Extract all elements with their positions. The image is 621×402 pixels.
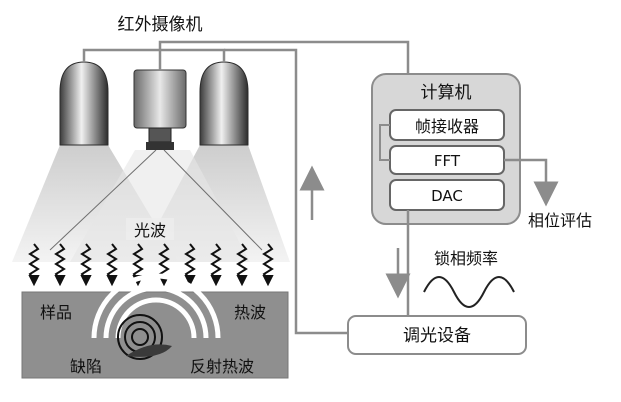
heat-arrow-icon: [106, 243, 118, 281]
heat-arrow-icon: [80, 243, 92, 281]
lamp-power-wire: [82, 48, 226, 62]
heat-arrow-head-icon: [262, 275, 274, 287]
heat-arrow-icon: [262, 243, 274, 281]
right-lamp-icon: [199, 61, 249, 146]
dac-box: [389, 179, 505, 211]
grabber-to-fft-wire: [379, 124, 390, 161]
heat-arrow-icon: [54, 243, 66, 281]
heat-arrow-head-icon: [236, 275, 248, 287]
heat-arrow-head-icon: [80, 275, 92, 287]
computer-label: 计算机: [421, 83, 472, 103]
heat-arrow-head-icon: [184, 275, 196, 287]
light-modulator-box: [347, 315, 527, 355]
defect-shape: [126, 344, 172, 357]
heat-wave-arcs: [91, 273, 221, 339]
sample-label: 样品: [40, 303, 72, 322]
heat-arrow-icon: [132, 243, 144, 281]
defect-label: 缺陷: [70, 357, 102, 376]
camera-view-line-left: [49, 149, 157, 251]
dac-label: DAC: [431, 187, 463, 205]
heat-arrow-icon: [236, 243, 248, 281]
sine-wave-icon: [423, 276, 515, 308]
heat-arrow-icon: [210, 243, 222, 281]
ir-camera-label: 红外摄像机: [118, 15, 203, 35]
center-light-beam: [70, 150, 250, 262]
camera-view-line-right: [163, 149, 263, 251]
heat-arrow-icon: [158, 243, 170, 281]
light-modulator-label: 调光设备: [403, 326, 471, 346]
light-wave-label: 光波: [134, 221, 166, 240]
phase-evaluation-label: 相位评估: [528, 211, 592, 230]
heat-arrow-head-icon: [210, 275, 222, 287]
heat-arrow-icon: [28, 243, 40, 281]
heat-arrow-head-icon: [106, 275, 118, 287]
frame-grabber-label: 帧接收器: [415, 117, 479, 136]
camera-to-computer-wire: [158, 40, 410, 113]
reflected-heat-wave-label: 反射热波: [190, 357, 254, 376]
fft-to-phase-wire: [504, 158, 559, 207]
heat-arrow-head-icon: [28, 275, 40, 287]
left-lamp-icon: [59, 61, 109, 146]
fft-label: FFT: [434, 152, 461, 170]
heat-arrow-icon: [184, 243, 196, 281]
heat-wave-label: 热波: [234, 303, 266, 322]
ir-camera-icon: [133, 69, 187, 150]
heat-arrow-head-icon: [54, 275, 66, 287]
lockin-frequency-label: 锁相频率: [434, 249, 498, 268]
modulator-to-lamps-wire: [224, 48, 348, 335]
incident-heat-arrows: [28, 243, 274, 287]
